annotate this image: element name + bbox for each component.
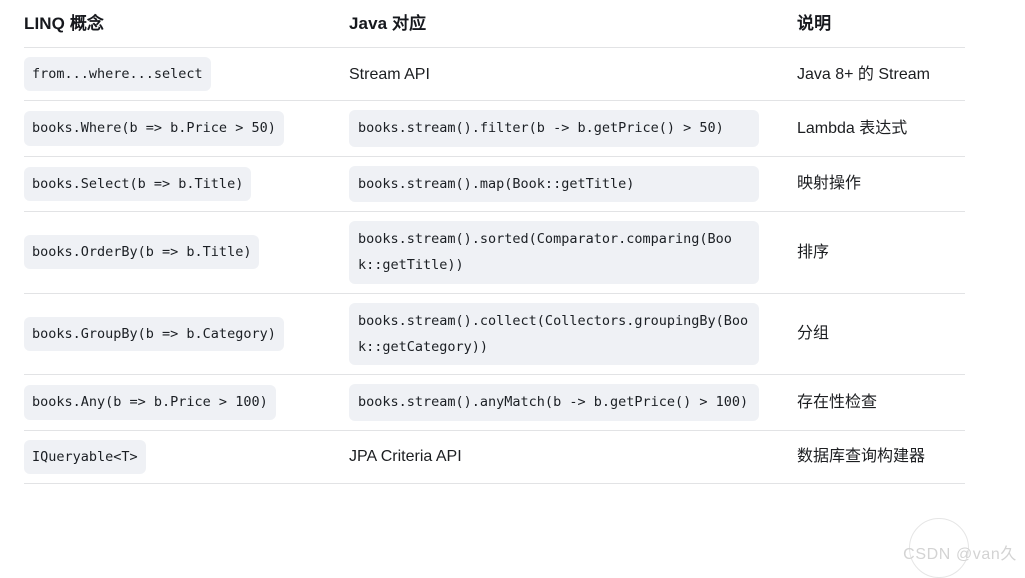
text-desc: Lambda 表达式 [797, 119, 908, 137]
table-row: books.Where(b => b.Price > 50) books.stre… [24, 100, 965, 157]
cell-desc: 分组 [797, 293, 965, 376]
code-chip-java: books.stream().filter(b -> b.getPrice() … [349, 110, 759, 147]
cell-desc: 数据库查询构建器 [797, 430, 965, 484]
code-chip-linq: books.OrderBy(b => b.Title) [24, 235, 260, 270]
text-java: Stream API [349, 65, 430, 83]
cell-java: books.stream().sorted(Comparator.compari… [349, 211, 797, 294]
cell-linq: books.GroupBy(b => b.Category) [24, 293, 349, 376]
cell-desc: Lambda 表达式 [797, 100, 965, 157]
cell-desc: 排序 [797, 211, 965, 294]
text-desc: 映射操作 [797, 175, 862, 193]
table-row: books.GroupBy(b => b.Category) books.stre… [24, 293, 965, 376]
table-header-row: LINQ 概念 Java 对应 说明 [24, 0, 965, 48]
linq-java-comparison-table: LINQ 概念 Java 对应 说明 from...where...select… [24, 0, 965, 484]
code-chip-linq: books.Select(b => b.Title) [24, 166, 252, 201]
column-header-java: Java 对应 [349, 0, 797, 48]
text-java: JPA Criteria API [349, 448, 462, 466]
text-desc: 排序 [797, 243, 830, 261]
table-row: from...where...select Stream API Java 8+ 的… [24, 47, 965, 102]
cell-java: books.stream().filter(b -> b.getPrice() … [349, 100, 797, 157]
cell-desc: 映射操作 [797, 156, 965, 212]
cell-linq: IQueryable<T> [24, 430, 349, 484]
cell-linq: books.Any(b => b.Price > 100) [24, 374, 349, 431]
code-chip-java: books.stream().sorted(Comparator.compari… [349, 220, 759, 284]
cell-linq: books.Select(b => b.Title) [24, 156, 349, 212]
table-header: LINQ 概念 Java 对应 说明 [24, 0, 965, 48]
cell-linq: books.OrderBy(b => b.Title) [24, 211, 349, 294]
cell-java: JPA Criteria API [349, 430, 797, 484]
table-row: IQueryable<T> JPA Criteria API 数据库查询构建器 [24, 430, 965, 484]
column-header-desc: 说明 [797, 0, 965, 48]
csdn-logo-ring-icon [909, 518, 969, 578]
code-chip-linq: IQueryable<T> [24, 439, 146, 474]
cell-java: Stream API [349, 47, 797, 102]
table-row: books.Select(b => b.Title) books.stream()… [24, 156, 965, 212]
text-desc: 分组 [797, 325, 830, 343]
text-desc: Java 8+ 的 Stream [797, 65, 930, 83]
table-row: books.OrderBy(b => b.Title) books.stream(… [24, 211, 965, 294]
cell-linq: from...where...select [24, 47, 349, 102]
code-chip-linq: books.GroupBy(b => b.Category) [24, 316, 284, 352]
code-chip-java: books.stream().anyMatch(b -> b.getPrice(… [349, 384, 759, 421]
table-row: books.Any(b => b.Price > 100) books.strea… [24, 374, 965, 431]
cell-desc: 存在性检查 [797, 374, 965, 431]
cell-linq: books.Where(b => b.Price > 50) [24, 100, 349, 157]
watermark-text: CSDN @van久 [903, 546, 1017, 563]
text-desc: 存在性检查 [797, 393, 878, 411]
code-chip-linq: books.Any(b => b.Price > 100) [24, 385, 276, 420]
table-body: from...where...select Stream API Java 8+ 的… [24, 47, 965, 484]
csdn-watermark: CSDN @van久 [903, 518, 1017, 578]
code-chip-linq: from...where...select [24, 57, 211, 92]
cell-desc: Java 8+ 的 Stream [797, 47, 965, 102]
code-chip-java: books.stream().map(Book::getTitle) [349, 165, 759, 202]
cell-java: books.stream().collect(Collectors.groupi… [349, 293, 797, 376]
column-header-linq: LINQ 概念 [24, 0, 349, 48]
text-desc: 数据库查询构建器 [797, 448, 926, 466]
cell-java: books.stream().anyMatch(b -> b.getPrice(… [349, 374, 797, 431]
cell-java: books.stream().map(Book::getTitle) [349, 156, 797, 212]
code-chip-java: books.stream().collect(Collectors.groupi… [349, 302, 759, 366]
code-chip-linq: books.Where(b => b.Price > 50) [24, 111, 284, 146]
